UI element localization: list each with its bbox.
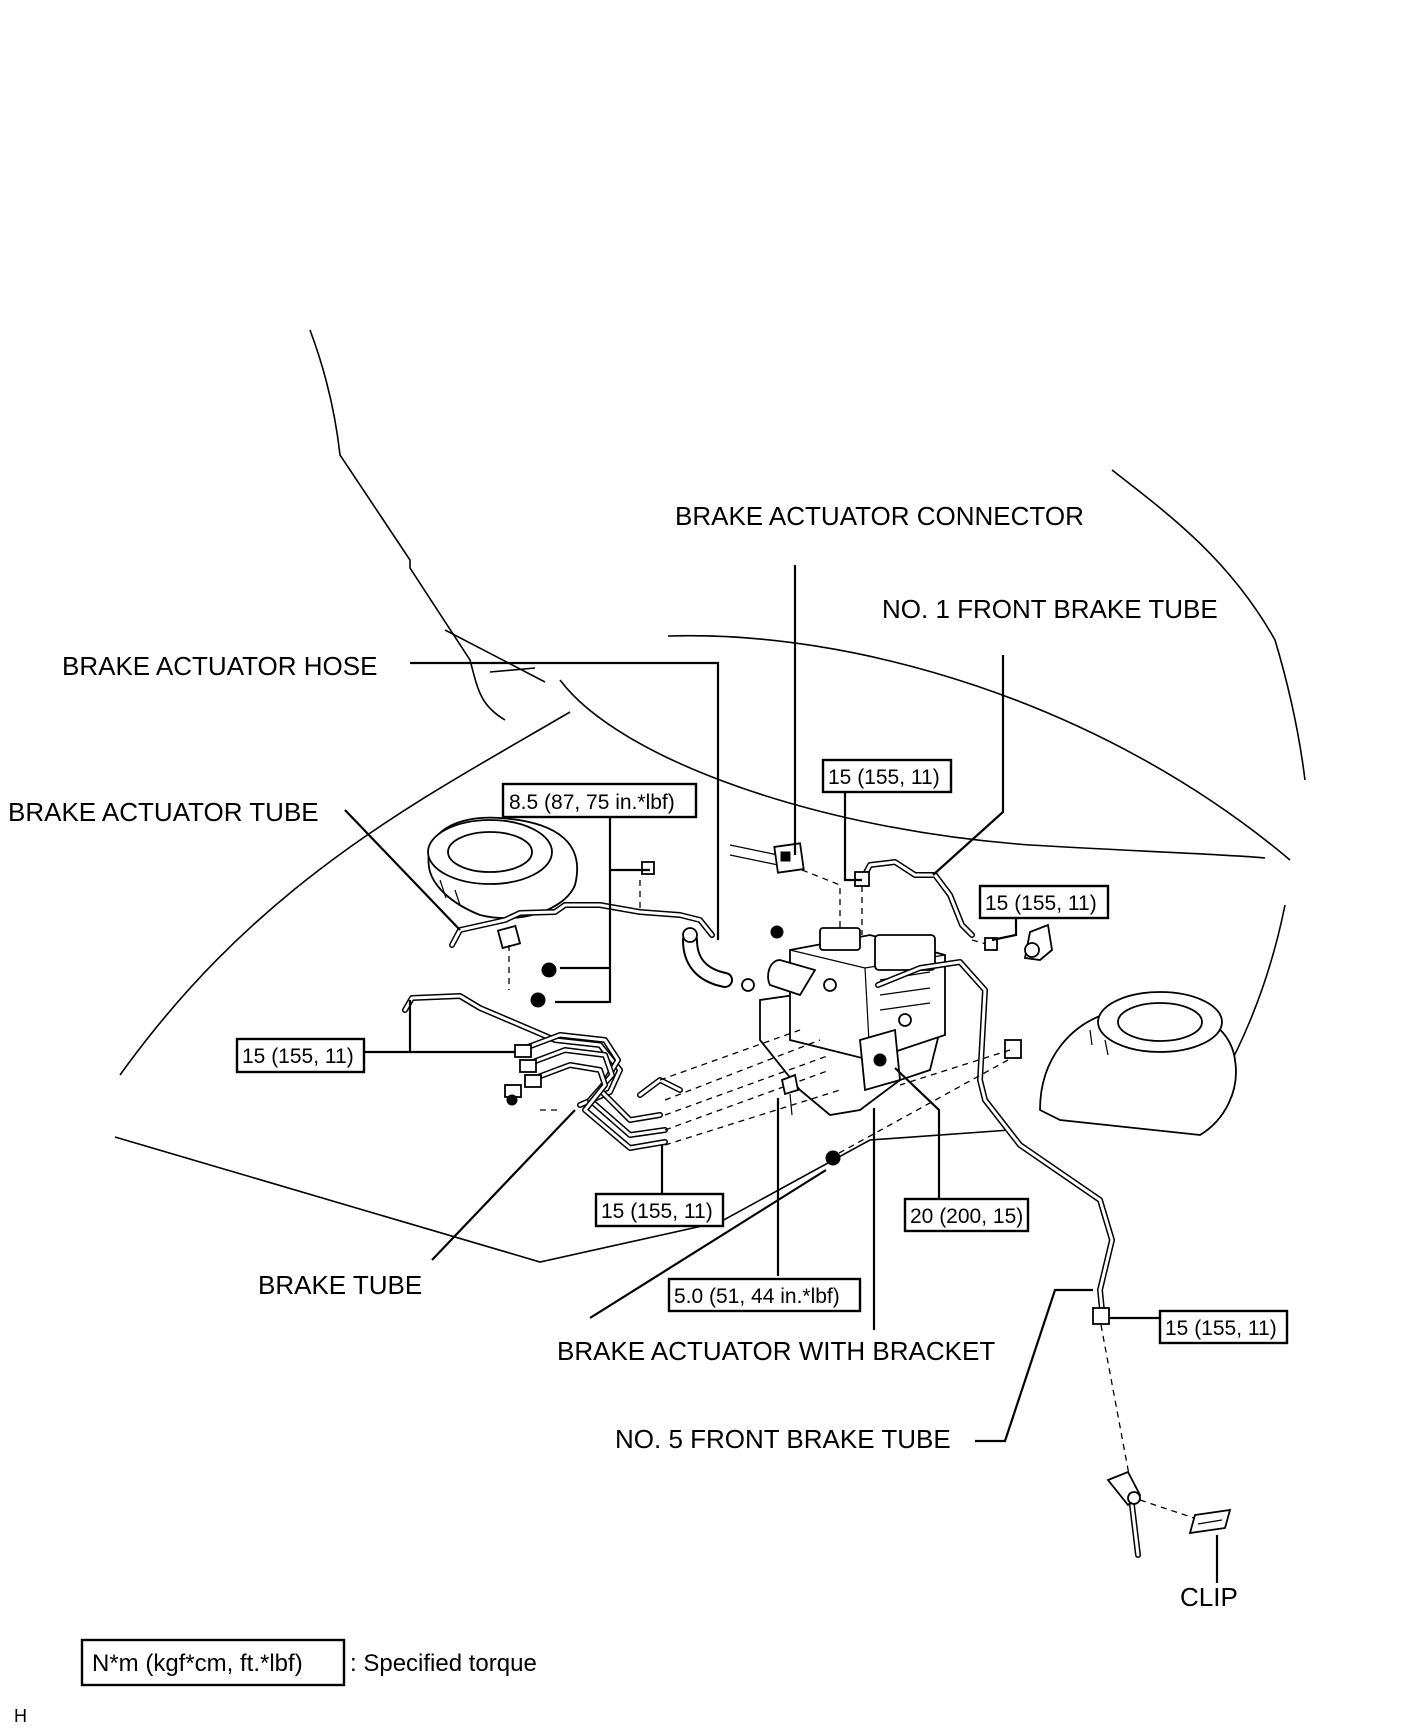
brake-actuator-tube xyxy=(449,861,715,1008)
brake-actuator-hose xyxy=(682,927,755,992)
torque-connector-top-text: 15 (155, 11) xyxy=(828,766,940,789)
no5-front-brake-tube xyxy=(875,959,1232,1558)
right-strut-tower xyxy=(1039,991,1237,1136)
legend-box-text: N*m (kgf*cm, ft.*lbf) xyxy=(92,1650,303,1677)
label-brake-actuator-with-bracket: BRAKE ACTUATOR WITH BRACKET xyxy=(557,1336,995,1366)
legend: N*m (kgf*cm, ft.*lbf) : Specified torque xyxy=(80,1638,537,1687)
torque-right-union: 15 (155, 11) xyxy=(978,884,1110,920)
torque-hose-clamp: 8.5 (87, 75 in.*lbf) xyxy=(501,782,698,819)
torque-left-union: 15 (155, 11) xyxy=(235,1037,366,1074)
torque-bottom-union: 15 (155, 11) xyxy=(594,1192,725,1228)
label-clip: CLIP xyxy=(1180,1582,1238,1612)
label-brake-actuator-connector: BRAKE ACTUATOR CONNECTOR xyxy=(675,501,1084,531)
torque-bracket-bolt: 20 (200, 15) xyxy=(903,1197,1030,1233)
no1-front-brake-tube xyxy=(854,859,1053,961)
fasteners xyxy=(770,925,1022,1166)
torque-bottom-union-text: 15 (155, 11) xyxy=(601,1200,713,1223)
left-strut-tower xyxy=(427,816,578,919)
text-labels: BRAKE ACTUATOR CONNECTOR NO. 1 FRONT BRA… xyxy=(8,501,1238,1612)
label-no1-front-brake-tube: NO. 1 FRONT BRAKE TUBE xyxy=(882,594,1218,624)
brake-tube-bundle xyxy=(402,993,841,1151)
label-brake-actuator-tube: BRAKE ACTUATOR TUBE xyxy=(8,797,319,827)
leader-lines xyxy=(344,565,1219,1583)
torque-no5-union-text: 15 (155, 11) xyxy=(1165,1317,1277,1340)
label-brake-actuator-hose: BRAKE ACTUATOR HOSE xyxy=(62,651,377,681)
torque-connector-top: 15 (155, 11) xyxy=(821,758,953,794)
torque-hose-clamp-text: 8.5 (87, 75 in.*lbf) xyxy=(509,791,675,814)
torque-bracket-nut: 5.0 (51, 44 in.*lbf) xyxy=(667,1277,862,1313)
label-no5-front-brake-tube: NO. 5 FRONT BRAKE TUBE xyxy=(615,1424,951,1454)
torque-left-union-text: 15 (155, 11) xyxy=(242,1045,354,1068)
legend-description: : Specified torque xyxy=(350,1650,537,1677)
torque-right-union-text: 15 (155, 11) xyxy=(985,892,1097,915)
label-brake-tube: BRAKE TUBE xyxy=(258,1270,422,1300)
torque-no5-union: 15 (155, 11) xyxy=(1158,1309,1289,1345)
brake-actuator-unit xyxy=(759,927,946,1116)
footer-code: H xyxy=(14,1706,27,1726)
torque-bracket-bolt-text: 20 (200, 15) xyxy=(910,1205,1023,1228)
torque-bracket-nut-text: 5.0 (51, 44 in.*lbf) xyxy=(674,1285,840,1308)
connector-part xyxy=(729,842,841,930)
torque-boxes: 8.5 (87, 75 in.*lbf) 15 (155, 11) 15 (15… xyxy=(235,758,1289,1345)
